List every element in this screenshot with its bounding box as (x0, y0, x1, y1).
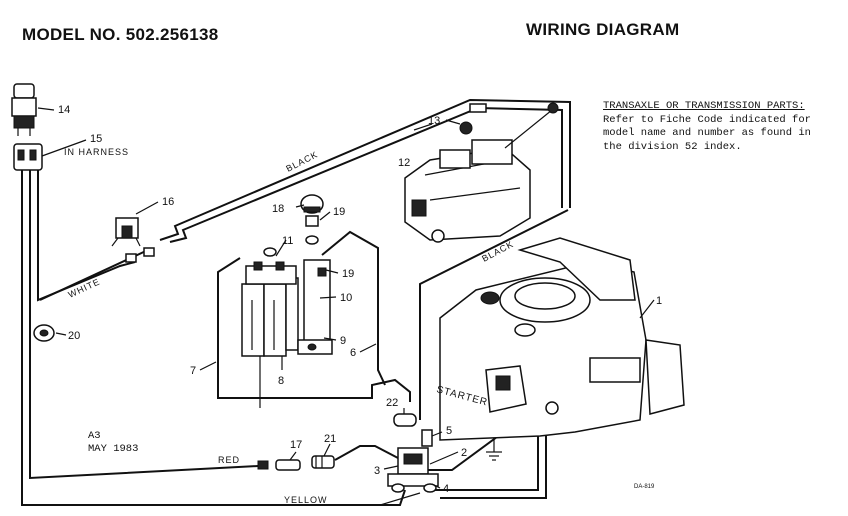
fuse-block-icon (393, 413, 417, 427)
leader-14 (37, 107, 55, 111)
cell-group-icon (241, 247, 299, 408)
callout-17: 17 (290, 439, 302, 451)
black-wire-label-mid: BLACK (480, 239, 515, 264)
leader-16 (135, 201, 159, 215)
leader-1 (639, 299, 655, 319)
leader-9 (323, 337, 337, 341)
leader-12 (413, 123, 433, 131)
relay-icon (297, 259, 333, 355)
callout-18: 18 (272, 203, 284, 215)
starter-lead-a (430, 420, 539, 491)
callout-21: 21 (324, 433, 336, 445)
callout-19-lower: 19 (342, 268, 354, 280)
nut-icon (305, 215, 319, 245)
parts-note: TRANSAXLE OR TRANSMISSION PARTS: Refer t… (603, 100, 843, 154)
parts-note-line-2: model name and number as found in (603, 127, 811, 139)
yellow-wire-end (379, 492, 421, 506)
inline-fuse-icon (257, 459, 301, 471)
parts-note-title: TRANSAXLE OR TRANSMISSION PARTS: (603, 100, 805, 112)
leader-6 (359, 343, 377, 353)
red-wire (29, 170, 259, 480)
leader-19b (325, 269, 339, 274)
leader-11 (275, 239, 287, 257)
wire-21 (334, 445, 399, 461)
leader-4 (431, 483, 441, 489)
wire-connector-icon (311, 455, 335, 469)
yellow-wire-label: YELLOW (284, 495, 328, 505)
diagram-title: WIRING DIAGRAM (526, 20, 680, 39)
leader-7 (199, 361, 217, 371)
parts-note-line-1: Refer to Fiche Code indicated for (603, 113, 811, 126)
yellow-wire (21, 170, 406, 506)
callout-5: 5 (446, 425, 452, 437)
callout-19-upper: 19 (333, 206, 345, 218)
revision-date: MAY 1983 (88, 443, 139, 455)
leader-19a (319, 211, 331, 221)
callout-14: 14 (58, 104, 70, 116)
black-wire-top-inner (169, 106, 563, 243)
key-switch-icon (11, 83, 37, 136)
harness-connector-icon (13, 143, 43, 171)
leader-20 (55, 332, 67, 336)
callout-16: 16 (162, 196, 174, 208)
callout-20: 20 (68, 330, 80, 342)
black-wire-label-top: BLACK (284, 149, 319, 174)
callout-15: 15 (90, 133, 102, 145)
callout-4: 4 (443, 483, 449, 495)
callout-7: 7 (190, 365, 196, 377)
parts-note-line-3: the division 52 index. (603, 140, 742, 153)
leader-18 (295, 204, 305, 208)
wire-7 (217, 257, 411, 402)
starter-lead-b (440, 420, 547, 499)
model-number: MODEL NO. 502.256138 (22, 25, 219, 44)
diagram-code: DA-819 (634, 484, 655, 490)
callout-22: 22 (386, 397, 398, 409)
solenoid-icon (387, 429, 439, 493)
leader-2 (429, 451, 459, 465)
callout-8: 8 (278, 375, 284, 387)
callout-11: 11 (282, 235, 293, 247)
callout-10: 10 (340, 292, 352, 304)
callout-12: 12 (398, 157, 410, 169)
leader-17 (289, 451, 297, 461)
leader-15 (41, 139, 87, 157)
revision-code: A3 (88, 430, 101, 442)
callout-1: 1 (656, 295, 662, 307)
callout-2: 2 (461, 447, 467, 459)
leader-10 (319, 296, 337, 299)
callout-3: 3 (374, 465, 380, 477)
grommet-icon (33, 324, 55, 342)
cap-icon (300, 194, 324, 214)
red-wire-label: RED (218, 455, 240, 465)
harness-label: IN HARNESS (64, 147, 129, 157)
leader-13 (445, 119, 461, 125)
leader-5 (431, 431, 443, 437)
black-wire-top (159, 98, 571, 241)
black-wire-mid (419, 209, 569, 420)
leader-21 (323, 443, 331, 457)
seat-switch-icon (111, 217, 155, 263)
callout-13: 13 (428, 115, 440, 127)
callout-9: 9 (340, 335, 346, 347)
callout-6: 6 (350, 347, 356, 359)
wire-6 (321, 230, 386, 386)
leader-3 (383, 465, 399, 470)
transmission-icon (404, 102, 559, 243)
engine-icon (439, 237, 685, 441)
